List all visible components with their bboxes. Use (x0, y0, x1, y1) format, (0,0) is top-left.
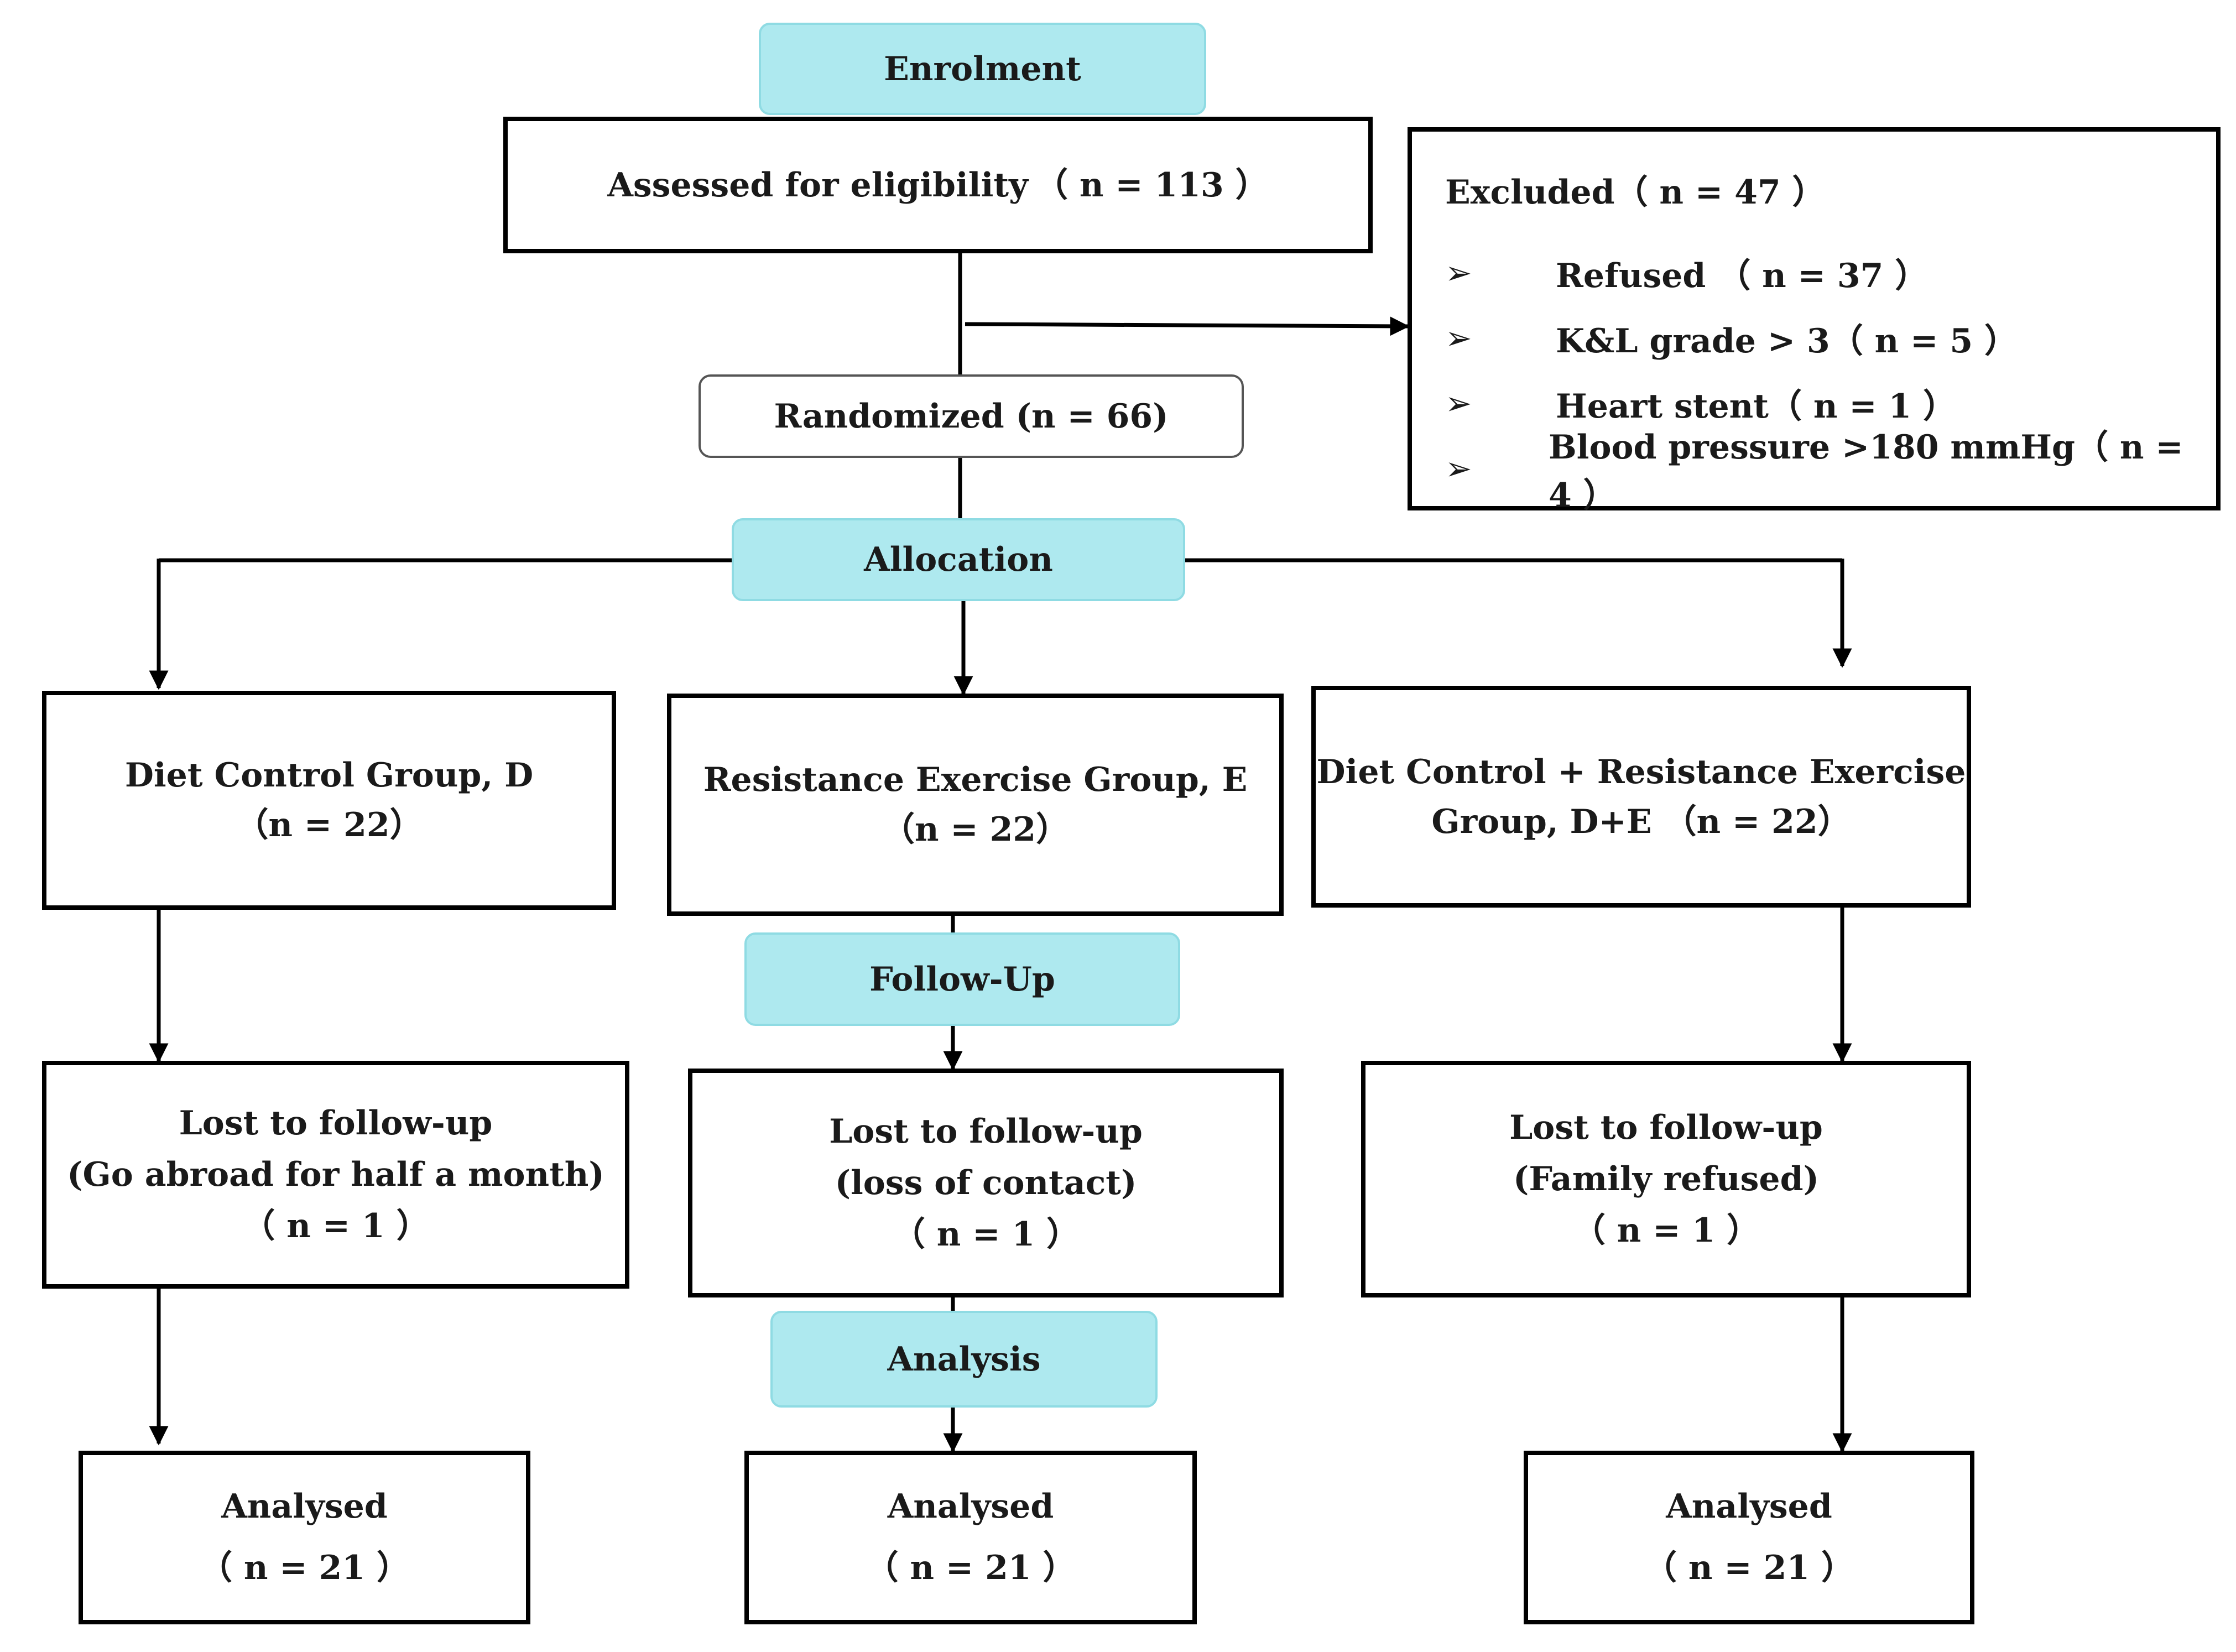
stage-analysis: Analysis (770, 1311, 1158, 1408)
excluded-item: ➢ Heart stent（ n = 1 ） (1445, 371, 2216, 436)
lost-d-reason: (Go abroad for half a month) (67, 1155, 604, 1194)
excluded-item-text: Blood pressure >180 mmHg（ n = 4 ） (1548, 428, 2183, 515)
group-de-box: Diet Control + Resistance Exercise Group… (1311, 686, 1971, 908)
arrow-bullet-icon: ➢ (1445, 384, 1472, 422)
excluded-box: Excluded（ n = 47 ） ➢ Refused （ n = 37 ） … (1408, 127, 2221, 515)
analysed-e-n: （ n = 21 ） (865, 1549, 1076, 1587)
analysed-de-n: （ n = 21 ） (1644, 1549, 1854, 1587)
analysed-de-label: Analysed (1666, 1487, 1832, 1526)
arrow-to-excluded (965, 316, 1410, 336)
analysed-d-box: Analysed （ n = 21 ） (79, 1451, 530, 1624)
lost-de-title: Lost to follow-up (1509, 1108, 1823, 1147)
excluded-item: ➢ Refused （ n = 37 ） (1445, 240, 2216, 305)
lost-d-title: Lost to follow-up (179, 1103, 493, 1143)
group-de-name: Diet Control + Resistance Exercise (1316, 752, 1966, 791)
excluded-item-text: K&L grade > 3（ n = 5 ） (1556, 321, 2018, 361)
stage-allocation-label: Allocation (864, 540, 1053, 579)
group-e-box: Resistance Exercise Group, E （n = 22） (667, 694, 1284, 916)
stage-enrolment: Enrolment (759, 23, 1206, 115)
excluded-item-text: Heart stent（ n = 1 ） (1556, 387, 1957, 426)
group-de-n: Group, D+E （n = 22） (1431, 802, 1851, 841)
lost-de-n: （ n = 1 ） (1572, 1211, 1760, 1250)
assessed-label: Assessed for eligibility (607, 165, 1028, 205)
assessed-n: （ n = 113 ） (1034, 165, 1269, 205)
arrow-bullet-icon: ➢ (1445, 319, 1472, 357)
excluded-item: ➢ K&L grade > 3（ n = 5 ） (1445, 305, 2216, 371)
stage-follow-up-label: Follow-Up (869, 960, 1055, 999)
lost-e-n: （ n = 1 ） (892, 1215, 1080, 1254)
stage-analysis-label: Analysis (887, 1340, 1041, 1379)
group-d-name: Diet Control Group, D (124, 756, 534, 795)
arrow-bullet-icon: ➢ (1445, 450, 1472, 487)
lost-de-box: Lost to follow-up (Family refused) （ n =… (1361, 1061, 1971, 1297)
arrow-bullet-icon: ➢ (1445, 254, 1472, 291)
randomized-box: Randomized (n = 66) (699, 374, 1244, 458)
analysed-d-label: Analysed (221, 1487, 388, 1526)
analysed-de-box: Analysed （ n = 21 ） (1524, 1451, 1974, 1624)
stage-allocation: Allocation (732, 518, 1185, 601)
analysed-d-n: （ n = 21 ） (199, 1549, 410, 1587)
group-e-n: （n = 22） (881, 810, 1070, 849)
group-d-n: （n = 22） (235, 806, 423, 845)
lost-de-reason: (Family refused) (1513, 1159, 1819, 1198)
assessed-box: Assessed for eligibility （ n = 113 ） (503, 117, 1373, 253)
group-d-box: Diet Control Group, D （n = 22） (42, 691, 616, 910)
randomized-label: Randomized (n = 66) (774, 397, 1169, 436)
stage-follow-up: Follow-Up (744, 932, 1180, 1026)
excluded-item-text: Refused （ n = 37 ） (1556, 256, 1929, 295)
excluded-item: ➢ Blood pressure >180 mmHg（ n = 4 ） (1445, 428, 2216, 515)
lost-d-n: （ n = 1 ） (242, 1206, 430, 1245)
lost-d-box: Lost to follow-up (Go abroad for half a … (42, 1061, 629, 1289)
lost-e-reason: (loss of contact) (835, 1163, 1137, 1202)
lost-e-box: Lost to follow-up (loss of contact) （ n … (688, 1069, 1284, 1297)
excluded-title: Excluded（ n = 47 ） (1445, 173, 1826, 212)
analysed-e-box: Analysed （ n = 21 ） (744, 1451, 1197, 1624)
group-e-name: Resistance Exercise Group, E (703, 760, 1248, 799)
stage-enrolment-label: Enrolment (884, 49, 1081, 88)
analysed-e-label: Analysed (887, 1487, 1054, 1526)
lost-e-title: Lost to follow-up (829, 1112, 1143, 1151)
